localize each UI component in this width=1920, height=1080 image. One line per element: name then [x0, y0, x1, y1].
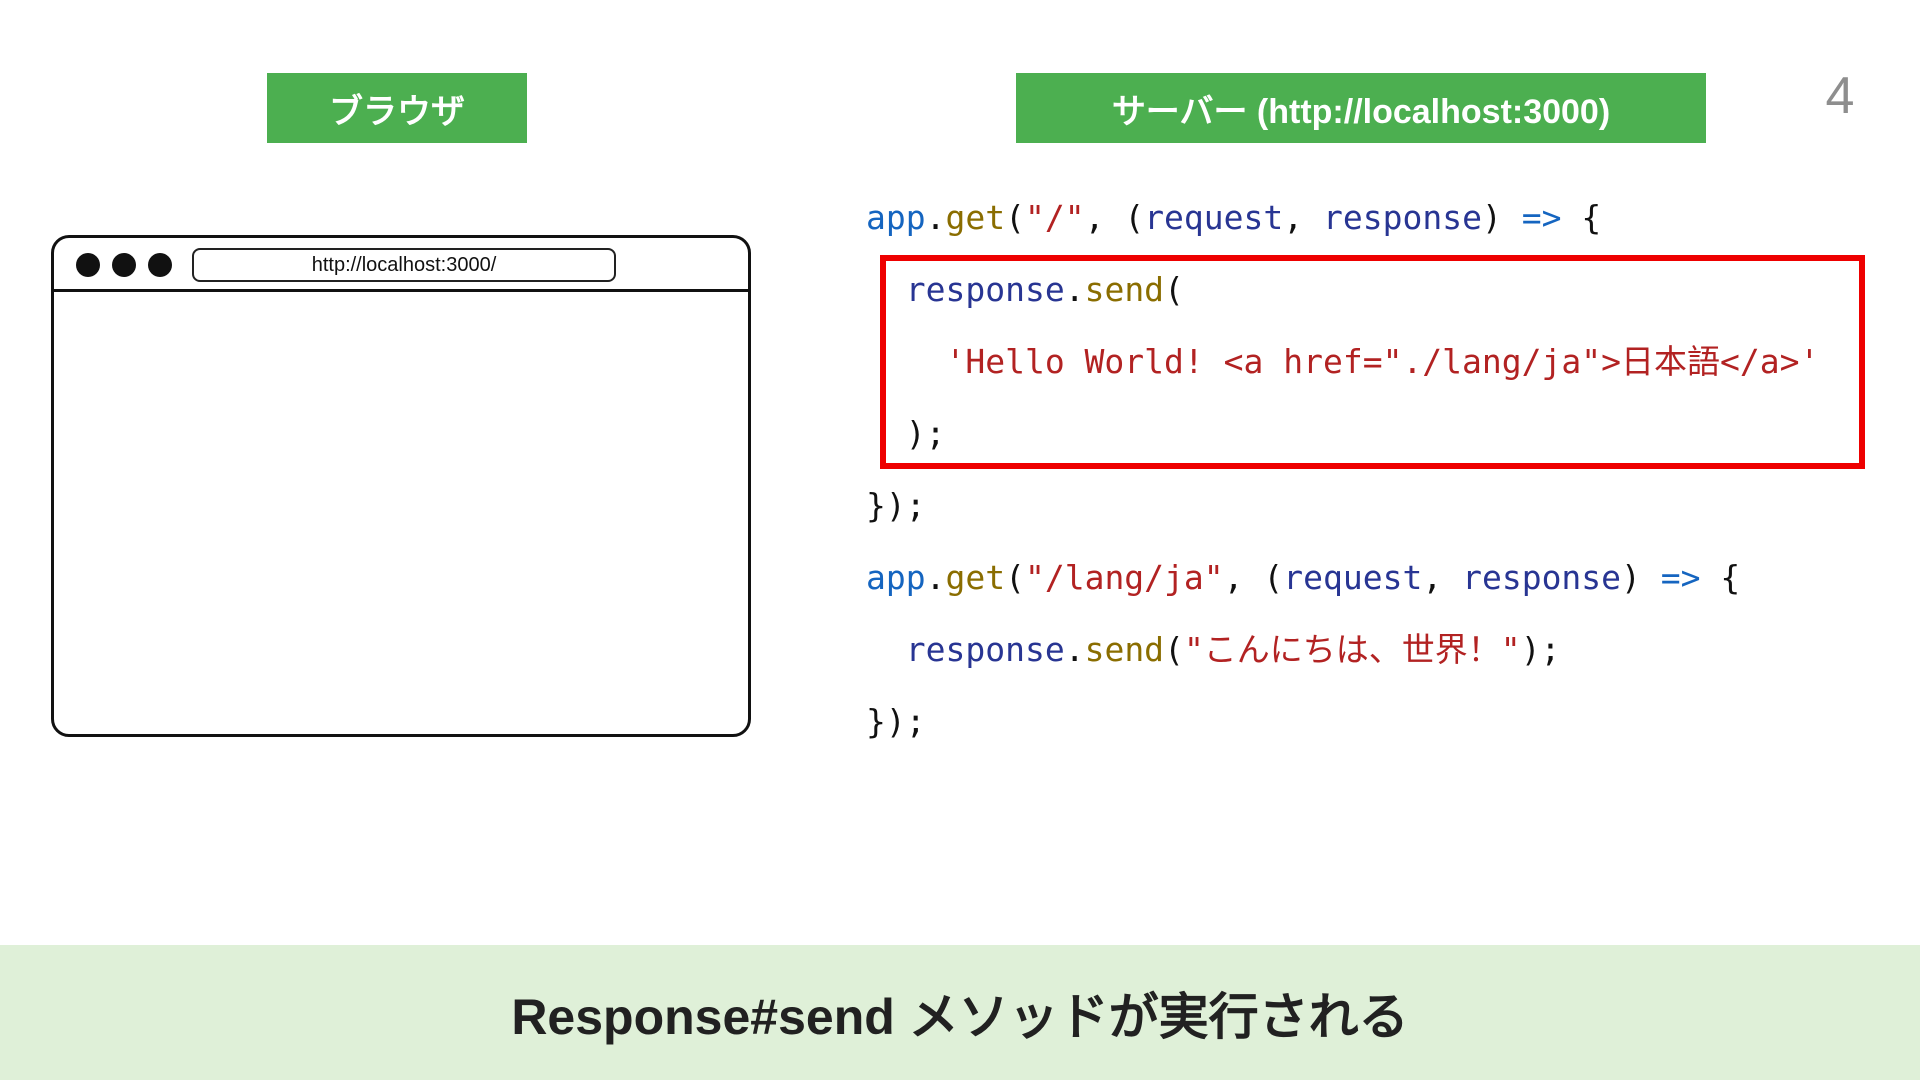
- browser-section-label: ブラウザ: [267, 73, 527, 143]
- url-text: http://localhost:3000/: [311, 253, 497, 276]
- code-line: app.get("/", (request, response) => {: [866, 198, 1602, 237]
- code-line: response.send("こんにちは、世界！");: [905, 630, 1561, 669]
- code-line: app.get("/lang/ja", (request, response) …: [866, 558, 1741, 597]
- code-line: });: [866, 486, 926, 525]
- code-line: response.send(: [905, 270, 1184, 309]
- code-line: );: [866, 414, 946, 453]
- code-line: 'Hello World! <a href="./lang/ja">日本語</a…: [945, 342, 1820, 381]
- window-dot-icon: [76, 253, 100, 277]
- browser-page-content: [54, 292, 748, 731]
- window-dot-icon: [148, 253, 172, 277]
- caption-text: Response#send メソッドが実行される: [511, 988, 1409, 1045]
- url-bar: http://localhost:3000/: [192, 248, 616, 282]
- server-code: app.get("/", (request, response) => { re…: [866, 182, 1819, 758]
- caption-banner: Response#send メソッドが実行される: [0, 945, 1920, 1080]
- browser-header: http://localhost:3000/: [54, 238, 748, 292]
- window-dot-icon: [112, 253, 136, 277]
- code-line: });: [866, 702, 926, 741]
- server-section-label: サーバー (http://localhost:3000): [1016, 73, 1706, 143]
- page-number: 4: [1825, 67, 1855, 125]
- browser-window-mockup: http://localhost:3000/: [51, 235, 751, 737]
